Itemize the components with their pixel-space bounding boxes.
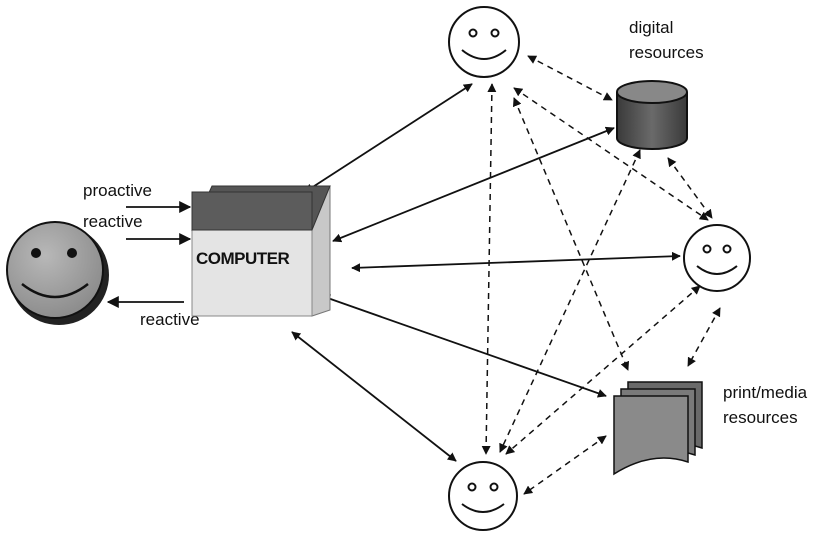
reactive-in-label: reactive	[83, 212, 143, 231]
user-node	[6, 221, 109, 325]
print-label-line1: print/media	[723, 383, 808, 402]
database-cylinder-icon	[616, 92, 688, 150]
dashed-links	[481, 55, 721, 495]
cube-front-top-face	[191, 191, 313, 231]
peer-top-right-eye-icon	[490, 28, 500, 38]
link-computer-peer-bottom	[291, 331, 457, 462]
digital-label-line2: resources	[629, 43, 704, 62]
document-stack-icon	[613, 395, 689, 476]
proactive-label: proactive	[83, 181, 152, 200]
print-media-resources-node	[613, 381, 703, 476]
peer-bottom-mouth-icon	[461, 503, 505, 513]
link-computer-print	[321, 294, 607, 398]
peer-right-mouth-icon	[696, 265, 738, 275]
link-peer-right-peer-bottom	[505, 285, 701, 455]
computer-label: COMPUTER	[196, 249, 290, 268]
peer-top-left-eye-icon	[468, 28, 478, 38]
peer-right-node	[683, 224, 751, 292]
link-computer-peer-top	[304, 83, 473, 193]
database-cylinder-top	[616, 80, 688, 104]
user-right-eye-icon	[67, 248, 77, 258]
user-mouth-icon	[21, 283, 89, 299]
link-computer-peer-right	[351, 251, 681, 273]
digital-label-line1: digital	[629, 18, 673, 37]
peer-top-mouth-icon	[461, 49, 507, 60]
peer-bottom-left-eye-icon	[467, 482, 477, 492]
computer-cube-icon	[191, 185, 331, 317]
link-print-peer-bottom	[523, 435, 607, 495]
link-peer-top-database	[527, 55, 613, 101]
reactive-out-label: reactive	[140, 310, 200, 329]
user-smiley-face-icon	[6, 221, 104, 319]
user-left-eye-icon	[31, 248, 41, 258]
peer-bottom-right-eye-icon	[489, 482, 499, 492]
print-label-line2: resources	[723, 408, 798, 427]
peer-right-left-eye-icon	[702, 244, 712, 254]
peer-top-smiley-face-icon	[448, 6, 520, 78]
user-computer-arrows	[106, 201, 192, 308]
link-peer-right-print	[687, 307, 721, 367]
peer-bottom-node	[448, 461, 518, 531]
peer-bottom-smiley-face-icon	[448, 461, 518, 531]
link-peer-top-peer-bottom	[481, 83, 497, 455]
peer-right-right-eye-icon	[722, 244, 732, 254]
digital-resources-node	[616, 80, 688, 150]
link-computer-database	[332, 126, 615, 243]
cube-front	[191, 229, 313, 317]
link-peer-top-print	[512, 97, 630, 371]
peer-right-smiley-face-icon	[683, 224, 751, 292]
link-database-peer-right	[667, 157, 713, 219]
peer-top-node	[448, 6, 520, 78]
